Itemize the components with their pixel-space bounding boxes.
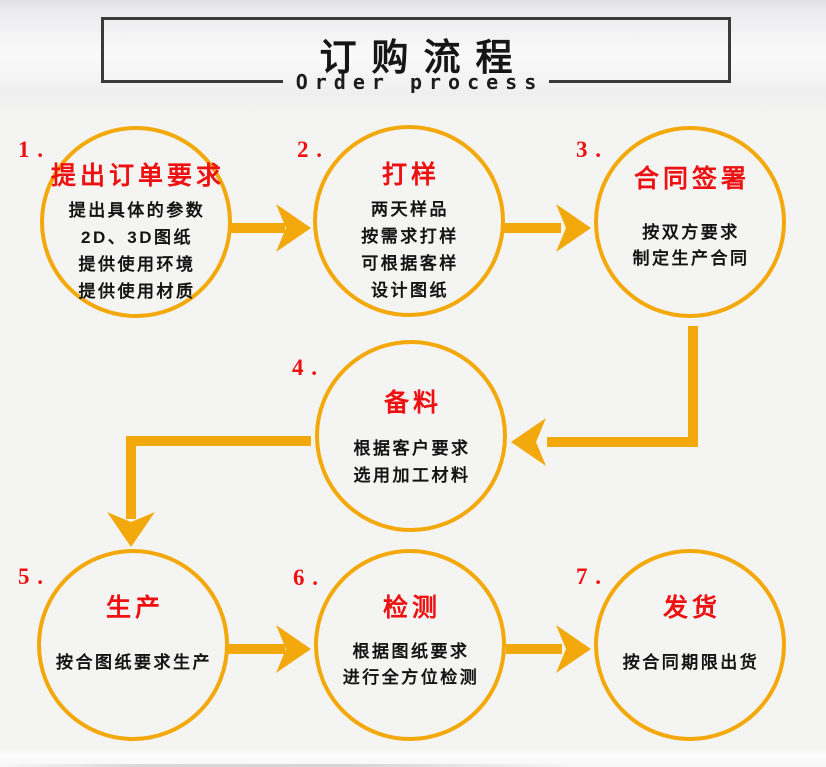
step-number-6: 6 . <box>293 565 319 590</box>
step-circle-shipment: 发货 按合同期限出货 <box>594 549 786 741</box>
step-number-5: 5 . <box>18 564 44 589</box>
arrowhead-right-1 <box>276 204 311 252</box>
header-box: 订购流程 Order process <box>101 17 731 94</box>
step-title: 打样 <box>381 161 440 189</box>
step-line: 提供使用材质 <box>78 282 196 301</box>
arrowhead-left-3 <box>511 418 546 466</box>
step-line: 选用加工材料 <box>353 466 471 485</box>
arrowhead-right-2 <box>556 204 591 252</box>
step-title: 生产 <box>105 594 164 622</box>
step-line: 2D、3D图纸 <box>81 228 193 247</box>
step-circle-inspection: 检测 根据图纸要求 进行全方位检测 <box>314 549 506 741</box>
step-line: 提出具体的参数 <box>68 201 206 220</box>
step-line: 按合图纸要求生产 <box>56 653 212 672</box>
step-circle-order-request: 提出订单要求 提出具体的参数 2D、3D图纸 提供使用环境 提供使用材质 <box>40 126 232 318</box>
step-circle-contract-signing: 合同签署 按双方要求 制定生产合同 <box>594 126 786 318</box>
step-number-4: 4 . <box>292 355 318 380</box>
step-line: 根据客户要求 <box>353 439 471 458</box>
step-number-1: 1 . <box>18 137 44 162</box>
step-number-2: 2 . <box>297 137 323 162</box>
step-circle-production: 生产 按合图纸要求生产 <box>37 549 229 741</box>
step-circle-sampling: 打样 两天样品 按需求打样 可根据客样 设计图纸 <box>313 125 505 317</box>
step-line: 按合同期限出货 <box>622 653 760 672</box>
step-line: 根据图纸要求 <box>352 642 470 661</box>
arrow-step4-to-step5 <box>126 436 311 519</box>
step-title: 备料 <box>383 389 442 417</box>
step-title: 检测 <box>382 594 441 622</box>
arrowhead-right-5 <box>276 625 311 673</box>
step-line: 可根据客样 <box>361 254 459 273</box>
step-line: 进行全方位检测 <box>342 668 480 687</box>
step-line: 设计图纸 <box>371 281 449 300</box>
arrowhead-down-4 <box>107 512 155 547</box>
step-number-7: 7 . <box>576 564 602 589</box>
arrow-step3-to-step4 <box>547 326 698 447</box>
step-line: 制定生产合同 <box>632 249 750 268</box>
step-line: 按双方要求 <box>642 223 740 242</box>
step-title: 合同签署 <box>633 165 750 193</box>
page-subtitle: Order process <box>295 70 544 94</box>
page-title: 订购流程 <box>319 38 528 79</box>
step-line: 两天样品 <box>371 200 449 219</box>
step-circle-material-preparation: 备料 根据客户要求 选用加工材料 <box>315 340 507 532</box>
step-number-3: 3 . <box>576 137 602 162</box>
step-title: 发货 <box>662 594 721 622</box>
footer-gradient-band <box>0 746 826 767</box>
step-line: 提供使用环境 <box>78 255 196 274</box>
step-title: 提出订单要求 <box>50 162 225 190</box>
step-line: 按需求打样 <box>361 227 459 246</box>
arrowhead-right-6 <box>556 625 591 673</box>
